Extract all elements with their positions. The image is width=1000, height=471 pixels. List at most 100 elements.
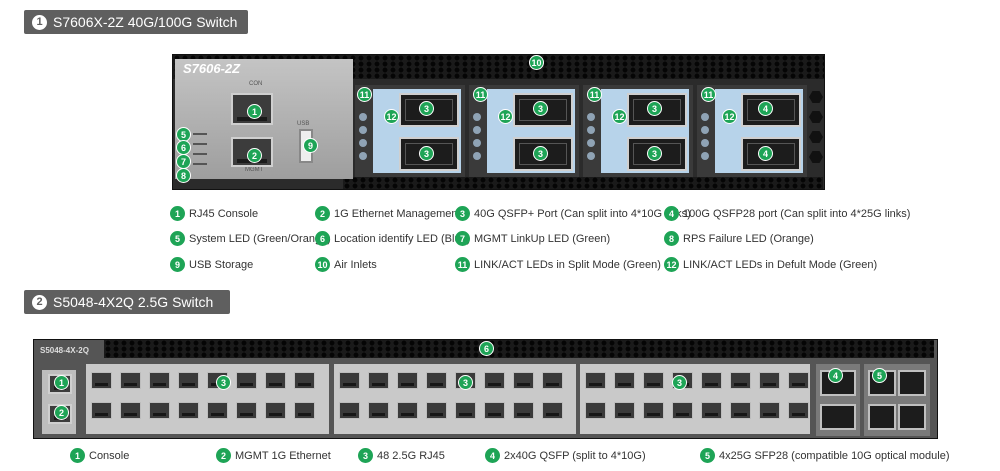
rj45-port[interactable] (294, 402, 315, 419)
sfp28-port[interactable] (898, 404, 926, 430)
rj45-port[interactable] (730, 372, 751, 389)
rj45-port[interactable] (484, 372, 505, 389)
callout-3: 3 (672, 375, 687, 390)
rj45-port[interactable] (236, 402, 257, 419)
rj45-port[interactable] (236, 372, 257, 389)
section-1-number: 1 (32, 14, 47, 30)
callout-2: 2 (247, 148, 262, 163)
rj45-port[interactable] (788, 402, 809, 419)
rj45-port[interactable] (542, 402, 563, 419)
callout-3: 3 (419, 101, 434, 116)
rj45-port[interactable] (397, 372, 418, 389)
rj45-port[interactable] (701, 372, 722, 389)
rj45-port[interactable] (614, 372, 635, 389)
rj45-port[interactable] (585, 372, 606, 389)
rj45-port[interactable] (426, 372, 447, 389)
callout-8: 8 (176, 168, 191, 183)
callout-6: 6 (479, 341, 494, 356)
rj45-port[interactable] (294, 372, 315, 389)
rj45-port[interactable] (730, 402, 751, 419)
callout-1: 1 (247, 104, 262, 119)
hex-vent (809, 131, 823, 143)
rj45-port[interactable] (339, 372, 360, 389)
rj45-port[interactable] (759, 402, 780, 419)
rj45-port[interactable] (178, 402, 199, 419)
callout-10: 10 (529, 55, 544, 70)
rj45-port[interactable] (484, 402, 505, 419)
section-1-header: 1 S7606X-2Z 40G/100G Switch (24, 10, 248, 34)
port-group-3 (583, 85, 693, 177)
rj45-port[interactable] (585, 402, 606, 419)
callout-11: 11 (357, 87, 372, 102)
callout-4: 4 (828, 368, 843, 383)
callout-9: 9 (303, 138, 318, 153)
callout-3: 3 (419, 146, 434, 161)
rj45-port[interactable] (513, 402, 534, 419)
rj45-port[interactable] (149, 402, 170, 419)
rj45-port[interactable] (672, 402, 693, 419)
rj45-port[interactable] (120, 372, 141, 389)
sfp28-port[interactable] (868, 404, 896, 430)
rj45-port[interactable] (455, 402, 476, 419)
rj45-port[interactable] (368, 402, 389, 419)
port-group-1 (355, 85, 465, 177)
rj45-port[interactable] (120, 402, 141, 419)
hex-vent (809, 151, 823, 163)
rj45-port[interactable] (513, 372, 534, 389)
rj45-port[interactable] (149, 372, 170, 389)
rj45-port[interactable] (265, 402, 286, 419)
rj45-port[interactable] (643, 372, 664, 389)
callout-7: 7 (176, 154, 191, 169)
callout-3: 3 (533, 101, 548, 116)
rj45-port[interactable] (426, 402, 447, 419)
callout-6: 6 (176, 140, 191, 155)
status-led-panel (193, 129, 213, 171)
switch-2-model-label: S5048-4X-2Q (40, 346, 89, 355)
sfp28-port[interactable] (898, 370, 926, 396)
rj45-port[interactable] (614, 402, 635, 419)
switch-2-chassis: S5048-4X-2Q (33, 339, 938, 439)
rj45-port[interactable] (339, 402, 360, 419)
callout-4: 4 (758, 101, 773, 116)
rj45-port[interactable] (542, 372, 563, 389)
section-2-title: S5048-4X2Q 2.5G Switch (53, 294, 214, 310)
usb-label: USB (297, 121, 310, 127)
switch-1-chassis: S7606-2Z CON MGMT USB (172, 54, 825, 190)
rj45-port[interactable] (759, 372, 780, 389)
hex-vent (809, 91, 823, 103)
section-2-header: 2 S5048-4X2Q 2.5G Switch (24, 290, 230, 314)
callout-12: 12 (498, 109, 513, 124)
rj45-port[interactable] (207, 402, 228, 419)
rj45-port[interactable] (178, 372, 199, 389)
qsfp-port[interactable] (820, 404, 856, 430)
console-port[interactable] (231, 93, 273, 125)
section-1-title: S7606X-2Z 40G/100G Switch (53, 14, 238, 30)
callout-12: 12 (384, 109, 399, 124)
callout-5: 5 (872, 368, 887, 383)
switch-2-air-inlet (104, 340, 934, 358)
rj45-port[interactable] (788, 372, 809, 389)
rj45-port[interactable] (91, 372, 112, 389)
switch-1-air-inlet-bottom (343, 177, 823, 189)
callout-12: 12 (722, 109, 737, 124)
callout-4: 4 (758, 146, 773, 161)
rj45-port[interactable] (643, 402, 664, 419)
rj45-port[interactable] (265, 372, 286, 389)
rj45-port[interactable] (397, 402, 418, 419)
rj45-port[interactable] (701, 402, 722, 419)
rj45-port[interactable] (368, 372, 389, 389)
rj45-port[interactable] (91, 402, 112, 419)
callout-3: 3 (647, 101, 662, 116)
callout-3: 3 (458, 375, 473, 390)
callout-11: 11 (587, 87, 602, 102)
hex-vent (809, 111, 823, 123)
